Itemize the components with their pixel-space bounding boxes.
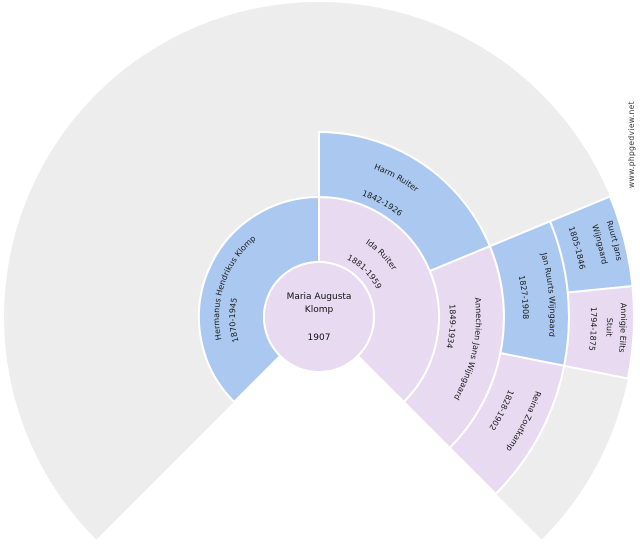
- gg-grandmother-name-line1-label: Annigje Eilts: [617, 303, 628, 353]
- cell-great-grandmother-zoutkamp[interactable]: [448, 351, 566, 496]
- center-person-name-line1: Maria Augusta: [287, 292, 352, 302]
- center-person-name-line2: Klomp: [305, 305, 334, 315]
- father-dates-label: 1870-1945: [228, 297, 241, 343]
- cell-gg-grandmother-stuit[interactable]: [563, 285, 635, 380]
- phpgedview-watermark: www.phpgedview.net: [627, 101, 636, 188]
- gg-grandmother-dates-label: 1794-1875: [587, 307, 598, 352]
- center-person-dates: 1907: [308, 333, 331, 343]
- cell-center-person[interactable]: [263, 261, 375, 373]
- gg-grandmother-name-line2-label: Stuit: [604, 318, 614, 337]
